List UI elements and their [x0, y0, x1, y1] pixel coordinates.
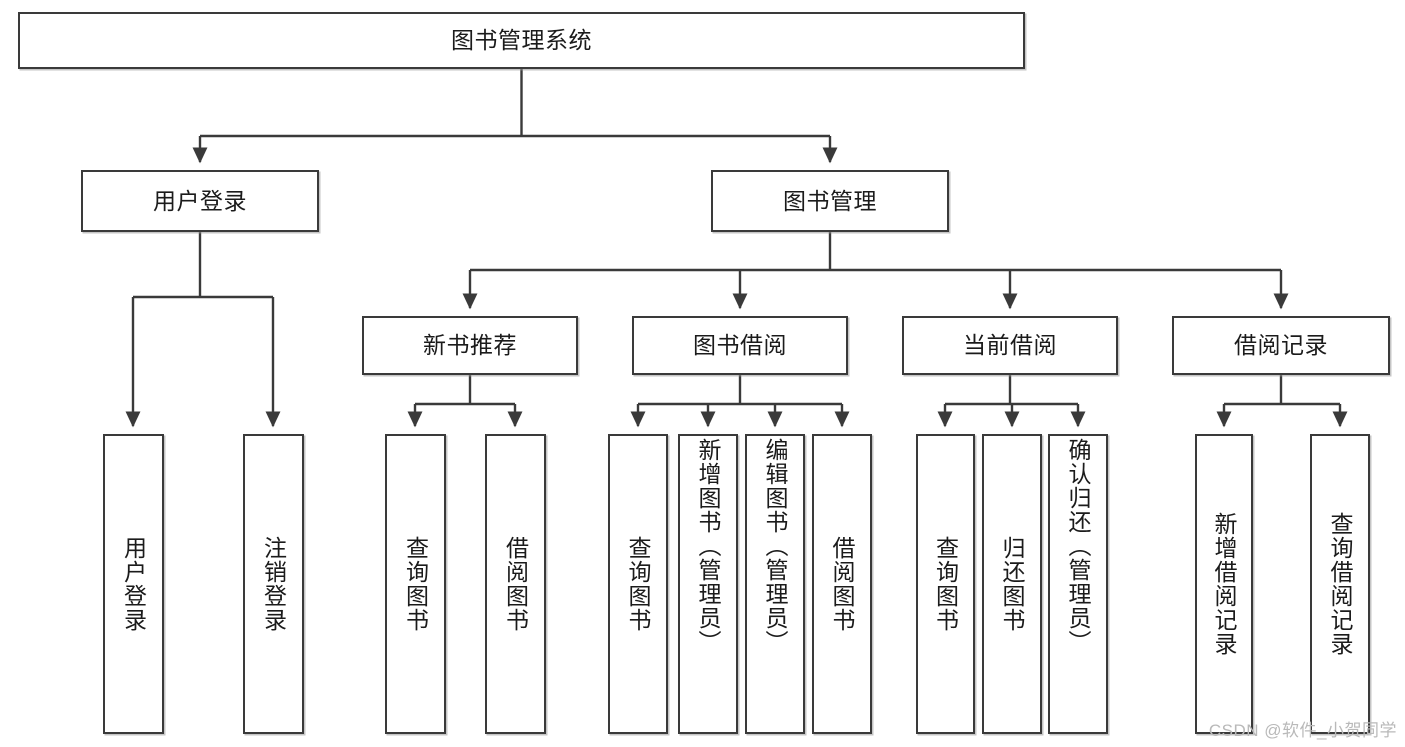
node-leaf-edit-book-admin-label: 编辑图书（管理员）: [762, 438, 789, 654]
node-book-management-label: 图书管理: [783, 187, 877, 214]
node-leaf-confirm-return-admin[interactable]: 确认归还（管理员）: [1048, 434, 1108, 734]
node-book-borrow-label: 图书借阅: [693, 332, 787, 359]
node-borrow-record-label: 借阅记录: [1234, 332, 1328, 359]
node-leaf-query-book-borrow-label: 查询图书: [625, 536, 652, 632]
node-leaf-add-borrow-record[interactable]: 新增借阅记录: [1195, 434, 1253, 734]
node-new-book-recommend-label: 新书推荐: [423, 332, 517, 359]
node-leaf-query-book-borrow[interactable]: 查询图书: [608, 434, 668, 734]
node-leaf-borrow-book-label: 借阅图书: [829, 536, 856, 632]
node-leaf-borrow-book-recommend-label: 借阅图书: [502, 536, 529, 632]
node-book-borrow[interactable]: 图书借阅: [632, 316, 848, 375]
node-book-management[interactable]: 图书管理: [711, 170, 949, 232]
node-leaf-add-book-admin[interactable]: 新增图书（管理员）: [678, 434, 738, 734]
node-leaf-edit-book-admin[interactable]: 编辑图书（管理员）: [745, 434, 805, 734]
node-user-login-label: 用户登录: [153, 187, 247, 214]
node-leaf-add-borrow-record-label: 新增借阅记录: [1211, 512, 1238, 656]
node-current-borrow[interactable]: 当前借阅: [902, 316, 1118, 375]
node-leaf-query-borrow-record[interactable]: 查询借阅记录: [1310, 434, 1370, 734]
node-root[interactable]: 图书管理系统: [18, 12, 1025, 69]
node-user-login[interactable]: 用户登录: [81, 170, 319, 232]
node-leaf-return-book[interactable]: 归还图书: [982, 434, 1042, 734]
node-leaf-query-book-recommend-label: 查询图书: [402, 536, 429, 632]
node-leaf-logout-login-label: 注销登录: [260, 536, 287, 632]
node-leaf-add-book-admin-label: 新增图书（管理员）: [695, 438, 722, 654]
watermark-text: CSDN @软件_小贺同学: [1208, 721, 1397, 740]
node-leaf-logout-login[interactable]: 注销登录: [243, 434, 304, 734]
node-leaf-borrow-book[interactable]: 借阅图书: [812, 434, 872, 734]
node-leaf-confirm-return-admin-label: 确认归还（管理员）: [1065, 438, 1092, 654]
node-leaf-query-book-recommend[interactable]: 查询图书: [385, 434, 446, 734]
node-leaf-query-book-current[interactable]: 查询图书: [916, 434, 975, 734]
node-current-borrow-label: 当前借阅: [963, 332, 1057, 359]
node-leaf-return-book-label: 归还图书: [999, 536, 1026, 632]
node-leaf-user-login[interactable]: 用户登录: [103, 434, 164, 734]
node-leaf-user-login-label: 用户登录: [120, 536, 147, 632]
node-new-book-recommend[interactable]: 新书推荐: [362, 316, 578, 375]
node-leaf-query-borrow-record-label: 查询借阅记录: [1327, 512, 1354, 656]
node-leaf-query-book-current-label: 查询图书: [932, 536, 959, 632]
node-borrow-record[interactable]: 借阅记录: [1172, 316, 1390, 375]
node-root-label: 图书管理系统: [451, 27, 592, 54]
node-leaf-borrow-book-recommend[interactable]: 借阅图书: [485, 434, 546, 734]
